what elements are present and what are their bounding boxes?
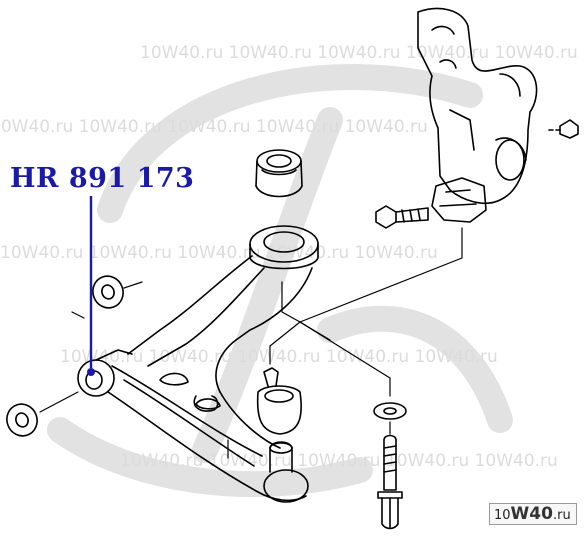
watermark-rows: 10W40.ru 10W40.ru 10W40.ru 10W40.ru 10W4… xyxy=(0,43,578,471)
steering-knuckle xyxy=(417,7,538,223)
watermark-row-4: 10W40.ru 10W40.ru 10W40.ru 10W40.ru 10W4… xyxy=(60,347,498,367)
control-arm-bushing xyxy=(255,149,303,198)
part-number-label: HR 891 173 xyxy=(10,163,195,194)
washer-lower-left xyxy=(6,403,38,437)
watermark-row-5: 10W40.ru 10W40.ru 10W40.ru 10W40.ru 10W4… xyxy=(120,451,558,471)
knuckle-bolt-right xyxy=(545,119,579,139)
watermark-row-2: 10W40.ru 10W40.ru 10W40.ru 10W40.ru 10W4… xyxy=(0,117,428,137)
watermark-swirl xyxy=(47,64,513,498)
brand-logo: 10W40.ru xyxy=(489,503,577,525)
logo-prefix: 10 xyxy=(494,508,511,523)
ball-joint-boot xyxy=(256,367,302,435)
logo-big: W40 xyxy=(510,504,553,524)
long-bolt xyxy=(377,434,403,530)
pinch-bolt xyxy=(375,205,429,229)
lower-control-arm xyxy=(77,225,319,502)
retaining-clip xyxy=(193,395,219,412)
washer-right xyxy=(373,402,407,420)
washer-upper-left xyxy=(92,275,124,309)
assembly-guide-lines xyxy=(39,227,463,459)
watermark-row-3: 10W40.ru 10W40.ru 10W40.ru 10W40.ru 10W4… xyxy=(0,243,438,263)
logo-suffix: .ru xyxy=(552,508,571,523)
watermark-row-1: 10W40.ru 10W40.ru 10W40.ru 10W40.ru 10W4… xyxy=(140,43,578,63)
arm-ball-joint xyxy=(263,441,309,503)
callout-leader xyxy=(87,196,95,376)
